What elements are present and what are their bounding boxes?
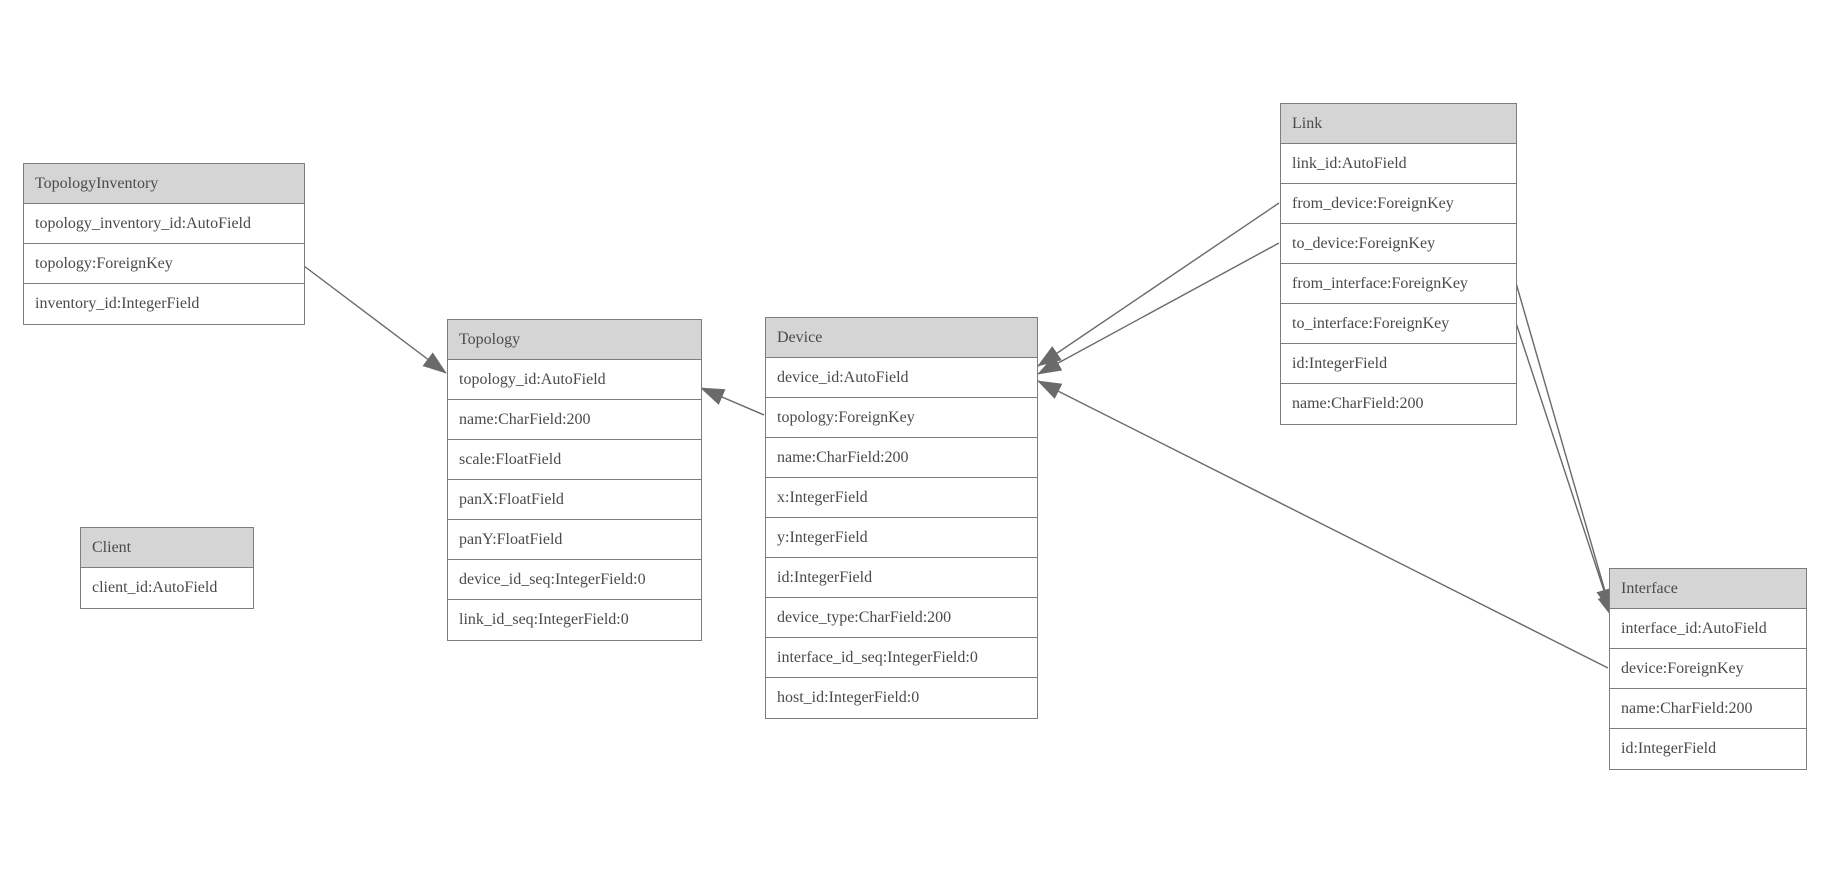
table-row: device_type:CharField:200 — [766, 598, 1037, 638]
table-row: y:IntegerField — [766, 518, 1037, 558]
table-row: to_device:ForeignKey — [1281, 224, 1516, 264]
entity-table-client: Client client_id:AutoField — [80, 527, 254, 609]
table-row: from_device:ForeignKey — [1281, 184, 1516, 224]
table-row: x:IntegerField — [766, 478, 1037, 518]
table-row: topology:ForeignKey — [24, 244, 304, 284]
table-row: id:IntegerField — [766, 558, 1037, 598]
table-row: panY:FloatField — [448, 520, 701, 560]
entity-title: Topology — [448, 320, 701, 360]
relationship-edge — [700, 387, 765, 416]
table-row: device_id_seq:IntegerField:0 — [448, 560, 701, 600]
table-row: name:CharField:200 — [448, 400, 701, 440]
table-row: interface_id_seq:IntegerField:0 — [766, 638, 1037, 678]
table-row: to_interface:ForeignKey — [1281, 304, 1516, 344]
table-row: scale:FloatField — [448, 440, 701, 480]
entity-table-topologyinventory: TopologyInventory topology_inventory_id:… — [23, 163, 305, 325]
table-row: link_id:AutoField — [1281, 144, 1516, 184]
table-row: name:CharField:200 — [1292, 395, 1424, 412]
entity-title: Client — [81, 528, 253, 568]
table-row: client_id:AutoField — [92, 579, 218, 596]
entity-title: Interface — [1610, 569, 1806, 609]
relationship-edge — [1037, 202, 1280, 367]
relationship-edge — [303, 265, 447, 374]
relationship-edge — [1515, 282, 1613, 613]
table-row: id:IntegerField — [1621, 740, 1717, 757]
entity-title: Device — [766, 318, 1037, 358]
table-row: device_id:AutoField — [766, 358, 1037, 398]
table-row: interface_id:AutoField — [1610, 609, 1806, 649]
table-row: host_id:IntegerField:0 — [777, 689, 920, 706]
entity-title: TopologyInventory — [24, 164, 304, 204]
table-row: topology_id:AutoField — [448, 360, 701, 400]
table-row: panX:FloatField — [448, 480, 701, 520]
table-row: name:CharField:200 — [766, 438, 1037, 478]
entity-rows: client_id:AutoField — [81, 568, 253, 608]
table-row: name:CharField:200 — [1610, 689, 1806, 729]
table-row: topology:ForeignKey — [766, 398, 1037, 438]
relationship-edge — [1037, 242, 1280, 375]
table-row: id:IntegerField — [1281, 344, 1516, 384]
entity-title: Link — [1281, 104, 1516, 144]
relationship-edge — [1515, 322, 1614, 619]
table-row: from_interface:ForeignKey — [1281, 264, 1516, 304]
table-row: inventory_id:IntegerField — [35, 295, 200, 312]
table-row: topology_inventory_id:AutoField — [24, 204, 304, 244]
table-row: link_id_seq:IntegerField:0 — [459, 611, 629, 628]
relationship-edge — [1037, 380, 1609, 669]
table-row: device:ForeignKey — [1610, 649, 1806, 689]
